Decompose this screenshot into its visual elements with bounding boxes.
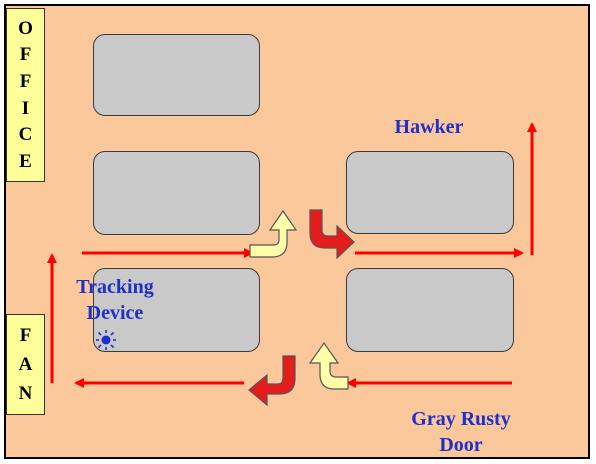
- office-box: O F F I C E: [6, 8, 45, 182]
- curved-red-arrow-icon: [309, 209, 355, 260]
- office-letter: E: [19, 151, 32, 173]
- office-letter: I: [21, 97, 30, 119]
- hawker-label: Hawker: [394, 116, 464, 138]
- tracking-device-line: Device: [86, 302, 144, 324]
- office-letter: F: [19, 44, 32, 66]
- tracking-device-line: Tracking: [76, 276, 154, 298]
- fan-letter: N: [18, 383, 33, 404]
- fan-letter: A: [18, 354, 33, 375]
- curved-red-arrow-icon: [248, 355, 296, 407]
- sun-icon: [96, 330, 116, 350]
- curved-yellow-arrow-icon: [308, 341, 349, 390]
- curved-yellow-arrow-icon: [249, 209, 298, 258]
- gray-rusty-door-label: Gray Rusty Door: [396, 406, 526, 458]
- block-middle-left: [93, 151, 260, 235]
- block-bottom-right: [346, 268, 514, 352]
- door-label-line: Gray Rusty: [411, 408, 511, 430]
- fan-box: F A N: [6, 314, 45, 415]
- block-middle-right: [346, 151, 514, 234]
- office-letter: C: [18, 124, 33, 146]
- block-top-left: [93, 34, 260, 116]
- tracking-device-label: Tracking Device: [60, 274, 170, 326]
- fan-letter: F: [19, 325, 32, 346]
- office-letter: O: [18, 17, 33, 39]
- office-letter: F: [19, 71, 32, 93]
- door-label-line: Door: [439, 434, 483, 456]
- block-bottom-left: [93, 268, 260, 352]
